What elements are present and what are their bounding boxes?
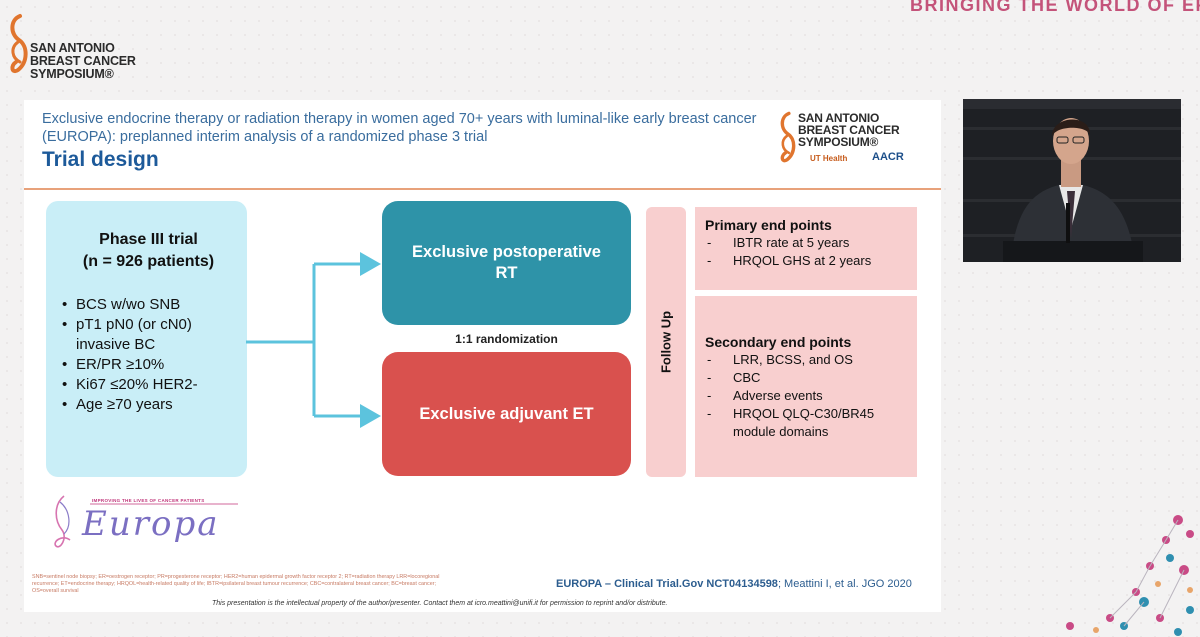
list-item: Adverse events [705,387,907,405]
randomization-arrows [246,252,381,428]
primary-list: IBTR rate at 5 years HRQOL GHS at 2 year… [705,234,907,270]
conference-logo: SAN ANTONIO BREAST CANCER SYMPOSIUM® [6,12,156,92]
eligibility-list: BCS w/wo SNB pT1 pN0 (or cN0) invasive B… [62,295,235,415]
list-item: HRQOL GHS at 2 years [705,252,907,270]
logo-line: SAN ANTONIO [30,41,115,55]
list-item: ER/PR ≥10% [62,355,235,375]
abbreviation-footnote: SNB=sentinel node biopsy; ER=oestrogen r… [32,574,440,594]
europa-ribbon-icon [54,495,238,548]
phase-title: Phase III trial [99,231,198,248]
list-item: IBTR rate at 5 years [705,234,907,252]
ribbon-logo-icon [780,111,796,163]
aacr-logo: AACR [872,151,904,163]
rt-arm-box: Exclusive postoperative RT [382,201,631,325]
list-item: LRR, BCSS, and OS [705,351,907,369]
follow-up-label: Follow Up [658,310,674,374]
ribbon-logo-icon [10,14,28,73]
slide-conference-logo: SAN ANTONIO BREAST CANCER SYMPOSIUM® UT … [776,110,926,185]
list-item: Ki67 ≤20% HER2- [62,375,235,395]
speaker-video [963,99,1181,262]
ut-health-logo: UT Health [810,154,848,163]
ip-notice: This presentation is the intellectual pr… [212,600,668,607]
primary-endpoints-box: Primary end points IBTR rate at 5 years … [695,207,917,290]
logo-line: BREAST CANCER [798,123,900,137]
speaker-image [963,99,1181,262]
primary-heading: Primary end points [705,217,832,233]
citation-reference: ; Meattini I, et al. JGO 2020 [777,578,912,590]
secondary-heading: Secondary end points [705,334,852,350]
list-item: pT1 pN0 (or cN0) invasive BC [62,315,235,355]
et-arm-box: Exclusive adjuvant ET [382,352,631,476]
event-banner: BRINGING THE WORLD OF EP TOGETHER [910,0,1200,15]
logo-line: SYMPOSIUM® [798,135,879,149]
presentation-slide: Exclusive endocrine therapy or radiation… [24,100,941,612]
secondary-endpoints-box: Secondary end points LRR, BCSS, and OS C… [695,296,917,477]
list-item: Age ≥70 years [62,395,235,415]
slide-subtitle: Trial design [42,148,159,171]
title-divider [24,188,941,190]
list-item: BCS w/wo SNB [62,295,235,315]
logo-line: SAN ANTONIO [798,111,880,125]
phase-trial-box: Phase III trial (n = 926 patients) BCS w… [46,201,247,477]
decorative-dot-pattern [1066,515,1194,636]
logo-line: BREAST CANCER [30,54,136,68]
europa-wordmark: Europa [82,504,220,544]
logo-line: SYMPOSIUM® [30,67,114,81]
list-item: CBC [705,369,907,387]
list-item: HRQOL QLQ-C30/BR45 module domains [705,405,907,441]
follow-up-box: Follow Up [646,207,686,477]
slide-title: Exclusive endocrine therapy or radiation… [42,111,757,145]
trial-citation: EUROPA – Clinical Trial.Gov NCT04134598;… [556,578,912,590]
secondary-list: LRR, BCSS, and OS CBC Adverse events HRQ… [705,351,907,441]
europa-logo: IMPROVING THE LIVES OF CANCER PATIENTS E… [50,490,240,556]
randomization-label: 1:1 randomization [455,332,558,346]
europa-tagline: IMPROVING THE LIVES OF CANCER PATIENTS [92,498,205,503]
phase-count: (n = 926 patients) [82,253,215,270]
citation-trial: EUROPA – Clinical Trial.Gov NCT04134598 [556,578,778,590]
